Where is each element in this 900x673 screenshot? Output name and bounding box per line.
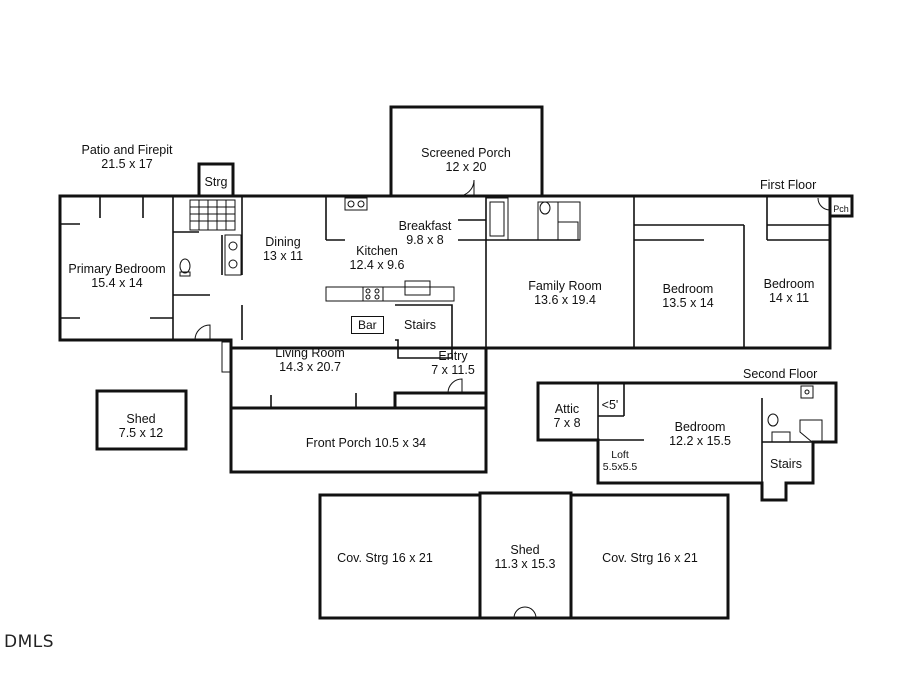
screened-porch-outline <box>389 105 544 196</box>
entry-label: Entry 7 x 11.5 <box>431 349 475 377</box>
loft-name: Loft <box>611 449 629 461</box>
kitchen-name: Kitchen <box>356 244 398 258</box>
cov-strg-right-label: Cov. Strg 16 x 21 <box>602 551 698 565</box>
primary-door <box>194 324 211 341</box>
shed-small-name: Shed <box>126 412 156 426</box>
screened-porch-dims: 12 x 20 <box>445 160 487 174</box>
pch-outline <box>828 194 854 218</box>
shed-big-label: Shed 11.3 x 15.3 <box>495 543 556 571</box>
dmls-logo: DMLS <box>4 632 55 652</box>
shed-small-outline <box>95 389 188 451</box>
attic-label: Attic 7 x 8 <box>553 402 580 430</box>
cov-strg-left-label: Cov. Strg 16 x 21 <box>337 551 433 565</box>
stairs-1-outline <box>395 304 453 359</box>
strg-label: Strg <box>204 175 228 189</box>
stairs-1-label: Stairs <box>404 318 436 332</box>
patio-label: Patio and Firepit 21.5 x 17 <box>81 143 172 171</box>
bedroom-up-label: Bedroom 12.2 x 15.5 <box>669 420 731 448</box>
dining-dims: 13 x 11 <box>262 249 304 263</box>
kitchen-label: Kitchen 12.4 x 9.6 <box>350 244 405 272</box>
breakfast-dims: 9.8 x 8 <box>406 233 444 247</box>
shed-big-door <box>513 606 537 619</box>
primary-bedroom-name: Primary Bedroom <box>68 262 166 276</box>
breakfast-label: Breakfast 9.8 x 8 <box>399 219 452 247</box>
toilet-icon <box>179 258 191 274</box>
bar-label: Bar <box>351 316 384 334</box>
screened-porch-label: Screened Porch 12 x 20 <box>421 146 511 174</box>
cov-strg-right-outline <box>569 493 730 620</box>
entry-dims: 7 x 11.5 <box>431 363 475 377</box>
bedroom-1-dims: 13.5 x 14 <box>662 296 714 310</box>
breakfast-name: Breakfast <box>398 219 452 233</box>
screened-porch-door <box>457 179 475 197</box>
entry-door <box>447 378 463 394</box>
living-room-dims: 14.3 x 20.7 <box>279 360 341 374</box>
kitchen-dims: 12.4 x 9.6 <box>349 258 405 272</box>
attic-name: Attic <box>554 402 580 416</box>
family-room-name: Family Room <box>528 279 602 293</box>
loft-label: Loft 5.5x5.5 <box>603 449 637 473</box>
shower-tile <box>189 199 236 231</box>
pch-label: Pch <box>833 204 849 214</box>
attic-low-label: <5' <box>601 398 619 412</box>
bedroom-2-label: Bedroom 14 x 11 <box>764 277 815 305</box>
primary-bedroom-dims: 15.4 x 14 <box>91 276 143 290</box>
living-room-label: Living Room 14.3 x 20.7 <box>275 346 344 374</box>
shed-small-dims: 7.5 x 12 <box>118 426 164 440</box>
second-floor-label: Second Floor <box>743 367 818 381</box>
bedroom-2-name: Bedroom <box>763 277 815 291</box>
shed-big-dims: 11.3 x 15.3 <box>494 557 556 571</box>
shed-big-name: Shed <box>510 543 540 557</box>
primary-bedroom-label: Primary Bedroom 15.4 x 14 <box>68 262 165 290</box>
entry-name: Entry <box>438 349 468 363</box>
patio-dims: 21.5 x 17 <box>101 157 153 171</box>
shed-small-label: Shed 7.5 x 12 <box>119 412 163 440</box>
loft-dims: 5.5x5.5 <box>602 461 638 473</box>
dining-label: Dining 13 x 11 <box>263 235 303 263</box>
bedroom-2-dims: 14 x 11 <box>768 291 810 305</box>
dining-name: Dining <box>265 235 301 249</box>
front-porch-label: Front Porch 10.5 x 34 <box>305 436 427 450</box>
family-room-dims: 13.6 x 19.4 <box>534 293 596 307</box>
living-room-name: Living Room <box>275 346 345 360</box>
first-floor-label: First Floor <box>760 178 817 192</box>
stairs-2-label: Stairs <box>770 457 802 471</box>
strg-outline <box>197 162 235 198</box>
pch-door <box>817 197 831 211</box>
bedroom-up-dims: 12.2 x 15.5 <box>669 434 731 448</box>
patio-name: Patio and Firepit <box>81 143 173 157</box>
bedroom-up-name: Bedroom <box>674 420 726 434</box>
family-room-label: Family Room 13.6 x 19.4 <box>528 279 602 307</box>
screened-porch-name: Screened Porch <box>421 146 511 160</box>
first-floor-outline <box>58 194 854 474</box>
attic-dims: 7 x 8 <box>553 416 581 430</box>
bedroom-1-name: Bedroom <box>662 282 714 296</box>
bedroom-1-label: Bedroom 13.5 x 14 <box>662 282 713 310</box>
